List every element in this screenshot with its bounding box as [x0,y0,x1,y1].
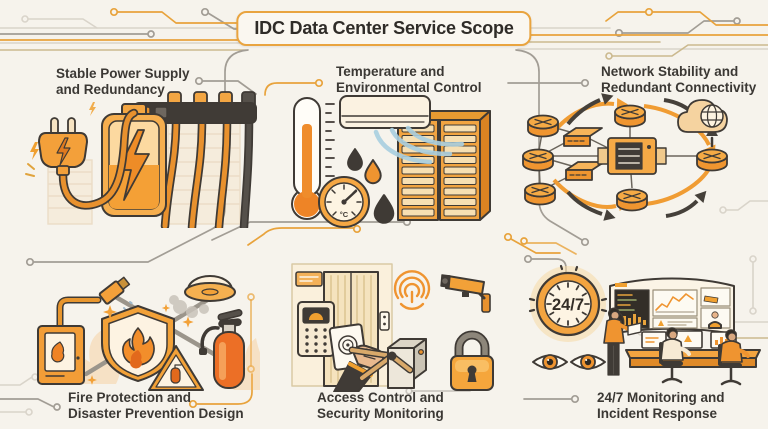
router-icon [522,104,728,212]
section-monitoring-label: 24/7 Monitoring and Incident Response [597,390,725,421]
section-fire-label: Fire Protection and Disaster Prevention … [68,390,244,421]
card-reader-icon [297,301,335,357]
section-network-label: Network Stability and Redundant Connecti… [601,64,757,95]
water-droplet-icon [347,148,395,224]
smoke-detector-icon [169,275,236,318]
gauge-unit-text: °C [340,210,349,219]
operator-seated-2 [718,329,750,386]
power-strip-icon [133,91,257,228]
spark-icon [25,102,96,177]
sparkle-icon [87,303,194,385]
section-power-label: Stable Power Supply and Redundancy [56,66,190,97]
operator-seated-1 [659,327,691,384]
padlock-icon [450,330,494,391]
section-access-label: Access Control and Security Monitoring [317,390,444,421]
temperature-gauge-icon: °C [318,176,370,228]
cctv-camera-icon [440,274,491,313]
fire-alarm-panel-icon [37,325,85,385]
page-title-text: IDC Data Center Service Scope [254,18,514,38]
operator-standing [603,307,642,376]
turnstile-icon [348,338,427,389]
section-temperature-label: Temperature and Environmental Control [336,64,482,95]
warning-triangle-icon [148,345,204,391]
thermometer-icon [291,97,335,220]
watching-eyes-icon [532,354,606,370]
fingerprint-icon [393,270,431,310]
fire-illustration [37,275,260,391]
network-links [538,120,698,189]
page-title: IDC Data Center Service Scope [236,11,532,46]
control-room-icon [603,277,761,386]
access-illustration [291,263,494,392]
air-conditioner-icon [339,95,465,165]
monitoring-illustration: 24/7 [528,264,761,386]
server-icon [597,137,667,175]
cloud-globe-icon [677,99,728,148]
power-plug-icon [38,108,139,210]
fire-extinguisher-icon [199,309,245,389]
clock-24-7-icon: 24/7 [528,264,608,342]
power-illustration [25,91,257,228]
temperature-illustration: °C [291,95,491,228]
network-illustration [522,93,728,221]
clock-badge-text: 24/7 [552,296,584,314]
